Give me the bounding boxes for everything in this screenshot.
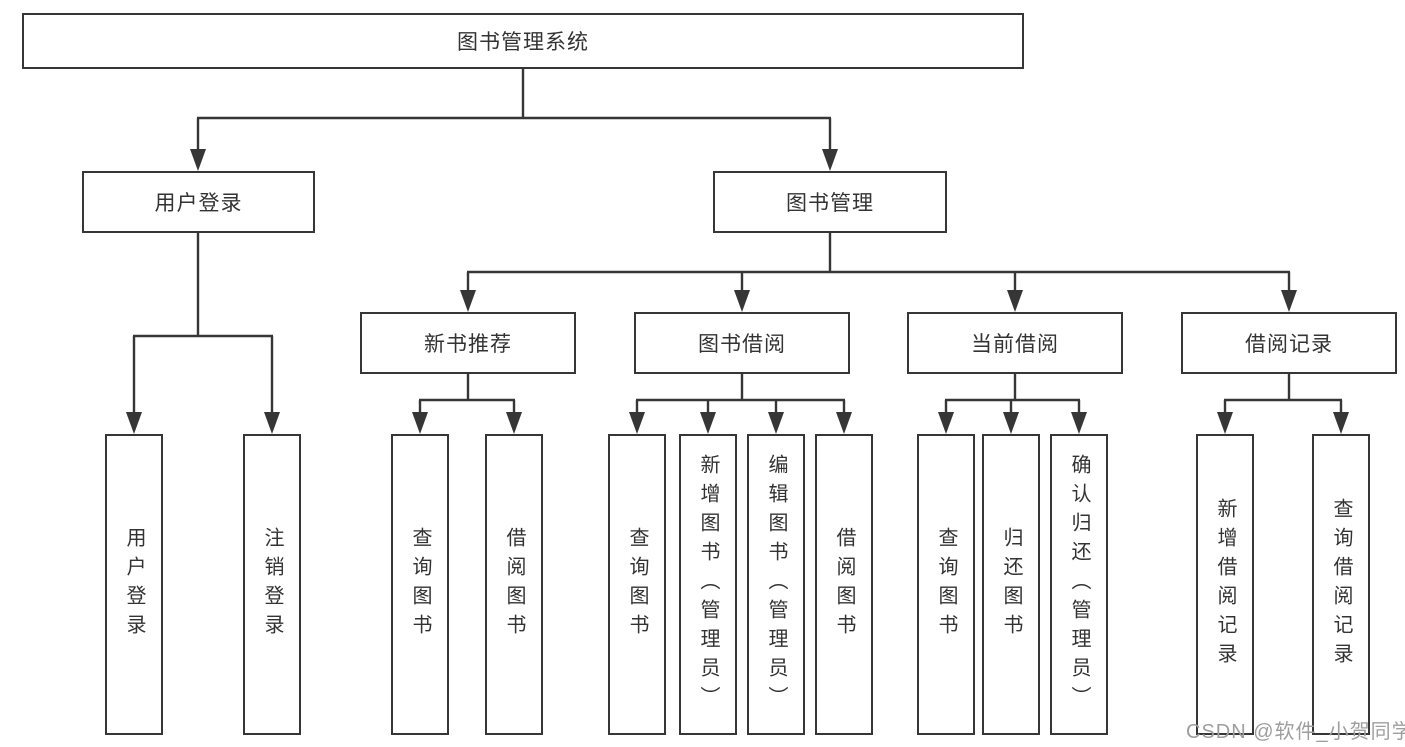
node-borrowing-records: 借阅记录 [1181, 312, 1397, 374]
node-label: 用户登录 [154, 192, 243, 215]
leaf-confirm-return-admin: 确认归还（管理员） [1050, 434, 1108, 735]
node-label: 确认归还（管理员） [1068, 454, 1090, 715]
node-label: 注销登录 [261, 526, 283, 643]
node-label: 新增图书（管理员） [697, 454, 719, 715]
leaf-edit-book-admin: 编辑图书（管理员） [747, 434, 805, 735]
node-label: 借阅图书 [503, 526, 525, 643]
node-current-borrowing: 当前借阅 [907, 312, 1123, 374]
node-label: 归还图书 [1000, 526, 1022, 643]
node-label: 图书借阅 [698, 333, 786, 356]
leaf-add-borrow-record: 新增借阅记录 [1196, 434, 1254, 735]
leaf-query-books-borrowing: 查询图书 [608, 434, 666, 735]
leaf-query-borrow-record: 查询借阅记录 [1312, 434, 1370, 735]
node-label: 编辑图书（管理员） [765, 454, 787, 715]
node-label: 用户登录 [123, 526, 145, 643]
leaf-logout: 注销登录 [243, 434, 301, 735]
node-root-library-system: 图书管理系统 [22, 13, 1024, 69]
node-book-management: 图书管理 [713, 171, 947, 233]
leaf-return-book: 归还图书 [982, 434, 1040, 735]
node-new-book-recommend: 新书推荐 [360, 312, 576, 374]
node-label: 新增借阅记录 [1214, 497, 1236, 672]
leaf-borrow-books-borrowing: 借阅图书 [815, 434, 873, 735]
csdn-watermark: CSDN @软件_小贺同学 [1186, 721, 1405, 743]
node-label: 借阅图书 [833, 526, 855, 643]
node-label: 新书推荐 [424, 333, 512, 356]
leaf-borrow-books-recommend: 借阅图书 [485, 434, 543, 735]
node-book-borrowing: 图书借阅 [634, 312, 850, 374]
leaf-query-books-recommend: 查询图书 [391, 434, 449, 735]
leaf-query-books-current: 查询图书 [917, 434, 975, 735]
node-label: 图书管理 [786, 192, 874, 215]
node-label: 查询图书 [935, 526, 957, 643]
node-label: 当前借阅 [971, 333, 1059, 356]
leaf-user-login: 用户登录 [105, 434, 163, 735]
node-label: 查询图书 [409, 526, 431, 643]
node-label: 查询图书 [626, 526, 648, 643]
node-label: 图书管理系统 [457, 31, 589, 54]
node-label: 借阅记录 [1245, 333, 1333, 356]
leaf-add-book-admin: 新增图书（管理员） [679, 434, 737, 735]
node-label: 查询借阅记录 [1330, 497, 1352, 672]
node-user-login-group: 用户登录 [82, 171, 315, 233]
